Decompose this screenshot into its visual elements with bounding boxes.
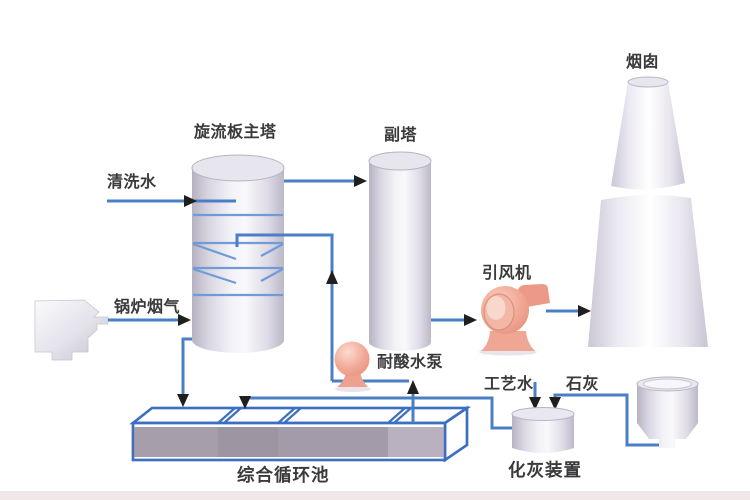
main-tower-top: [191, 154, 285, 182]
arrow-lime-feed: [549, 397, 561, 410]
label-lime-slaker: 化灰装置: [508, 460, 582, 480]
pool-section-3: [278, 427, 388, 457]
label-circulation-pool: 综合循环池: [237, 465, 330, 485]
arrow-slurry-to-pool: [239, 396, 251, 409]
label-process-water: 工艺水: [484, 374, 534, 393]
pipe-tower-drain: [181, 337, 192, 398]
boiler: [34, 299, 109, 361]
lime-silo: [636, 376, 699, 448]
label-cleaning-water: 清洗水: [107, 172, 157, 191]
arrow-flue-gas: [178, 314, 191, 326]
acid-pump: [334, 341, 371, 392]
chimney-upper: [611, 82, 685, 190]
label-main-tower: 旋流板主塔: [193, 122, 277, 141]
aux-tower: [368, 151, 432, 351]
arrow-fan-to-chimney: [578, 305, 591, 317]
page-edge-band: [0, 491, 750, 500]
main-tower: [191, 154, 285, 353]
pipe-recirculation-riser: [235, 233, 334, 381]
label-induced-draft-fan: 引风机: [482, 263, 532, 282]
label-aux-tower: 副塔: [384, 125, 418, 144]
induced-draft-fan: [479, 284, 550, 356]
label-lime: 石灰: [565, 374, 599, 393]
arrow-main-to-aux: [354, 175, 367, 187]
flow-arrows: [177, 175, 591, 410]
arrow-aux-to-fan: [464, 314, 477, 326]
pool-section-4: [388, 427, 444, 457]
labels: 旋流板主塔 副塔 烟囱 清洗水 锅炉烟气 引风机 耐酸水泵 工艺水 石灰 综合循…: [107, 52, 659, 485]
pool-partitions: [129, 405, 471, 463]
label-boiler-flue-gas: 锅炉烟气: [114, 297, 180, 316]
pool-section-1: [134, 427, 218, 457]
label-acid-pump: 耐酸水泵: [377, 352, 443, 371]
arrow-process-water: [529, 397, 541, 410]
arrow-cleaning-water: [184, 195, 197, 207]
pool-section-2: [218, 427, 278, 457]
lime-slaker-tank: [511, 407, 575, 453]
chimney: [588, 76, 708, 347]
arrow-suction-up: [407, 380, 419, 394]
tower-internals: [192, 213, 284, 297]
arrow-tower-drain: [177, 394, 189, 407]
arrow-riser-up: [326, 270, 338, 284]
chimney-lower: [588, 194, 708, 347]
pool-liquid: [134, 427, 444, 457]
label-chimney: 烟囱: [626, 52, 659, 71]
